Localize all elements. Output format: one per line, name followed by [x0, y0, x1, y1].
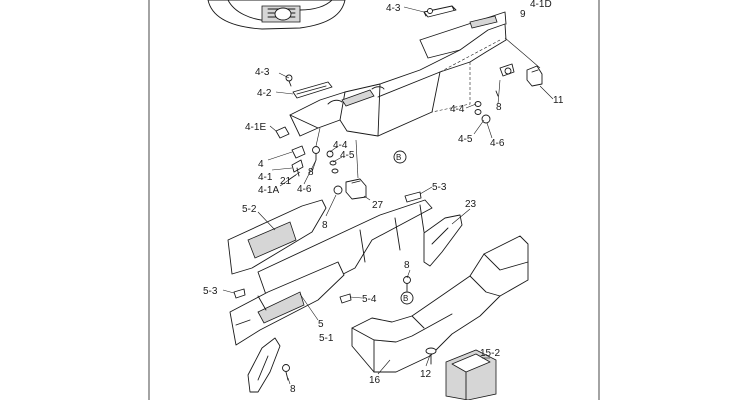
label-4-3: 4-3	[255, 67, 270, 78]
label-8-left: 8	[308, 167, 314, 178]
hardware-left-cluster	[275, 126, 339, 177]
label-4-4-left: 4-4	[333, 140, 348, 151]
label-4-6-left: 4-6	[297, 184, 312, 195]
leader-lines	[222, 6, 501, 385]
label-23: 23	[465, 199, 477, 210]
label-4-5-left: 4-5	[340, 150, 355, 161]
label-4-1: 4-1	[258, 172, 273, 183]
label-4-1d: 4-1D	[530, 0, 552, 10]
clip-5-3-left	[233, 288, 246, 299]
label-16: 16	[369, 375, 381, 386]
part-4-3-top	[423, 5, 457, 18]
label-4-1e: 4-1E	[245, 122, 266, 133]
label-27: 27	[372, 200, 384, 211]
label-4-3-top: 4-3	[386, 3, 401, 14]
label-4-6-right: 4-6	[490, 138, 505, 149]
part-12-grommet	[425, 347, 437, 365]
label-5-3-left: 5-3	[203, 286, 218, 297]
reference-marker-b-lower	[400, 291, 414, 305]
label-4-1a: 4-1A	[258, 185, 279, 196]
label-5-1: 5-1	[319, 333, 334, 344]
label-5-4: 5-4	[362, 294, 377, 305]
label-b-lower: B	[403, 294, 408, 303]
label-4-4-right: 4-4	[450, 104, 465, 115]
part-11-bracket	[499, 63, 543, 87]
reference-marker-b-upper	[393, 150, 407, 164]
clip-5-4	[339, 293, 352, 304]
bolt-8-lower	[403, 276, 411, 292]
bottom-left-panel	[247, 337, 290, 393]
clip-5-3-top	[404, 191, 422, 203]
label-5: 5	[318, 319, 324, 330]
label-5-3-top: 5-3	[432, 182, 447, 193]
label-8-mid: 8	[322, 220, 328, 231]
label-8-bottom: 8	[290, 384, 296, 395]
upper-duct-assembly	[289, 11, 507, 137]
filter-15-2	[445, 349, 497, 400]
label-4: 4	[258, 159, 264, 170]
hardware-right-4-4-4-5-4-6	[474, 90, 499, 124]
heater-unit-part	[207, 0, 346, 30]
label-8-right: 8	[496, 102, 502, 113]
label-12: 12	[420, 369, 432, 380]
label-5-2: 5-2	[242, 204, 257, 215]
label-21: 21	[280, 176, 292, 187]
label-b-upper: B	[396, 153, 401, 162]
floor-duct-16	[351, 235, 529, 373]
label-9: 9	[520, 9, 526, 20]
label-15-2: 15-2	[480, 348, 500, 359]
label-4-5-right: 4-5	[458, 134, 473, 145]
part-4-2-clip	[285, 74, 333, 99]
part-27-bracket	[333, 178, 367, 200]
lower-duct-assembly	[227, 199, 463, 346]
label-8-lower: 8	[404, 260, 410, 271]
label-4-2: 4-2	[257, 88, 272, 99]
label-11: 11	[553, 95, 564, 106]
